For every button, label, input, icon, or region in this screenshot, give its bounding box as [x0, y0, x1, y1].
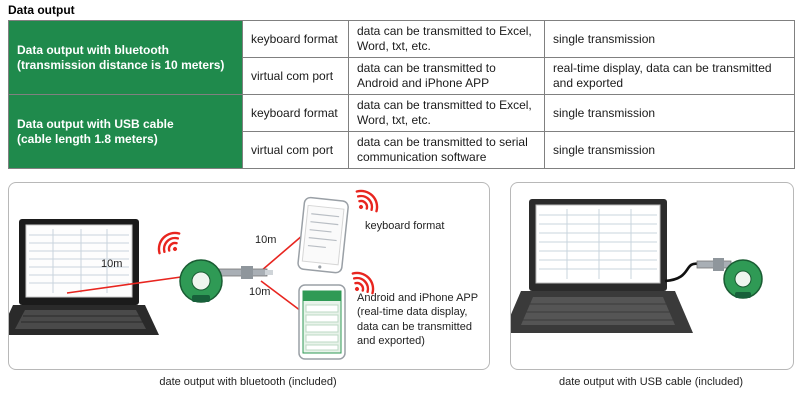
format-cell: virtual com port: [242, 57, 349, 95]
mode-cell: single transmission: [544, 131, 795, 169]
format-cell: virtual com port: [242, 131, 349, 169]
micrometer-icon: [179, 259, 273, 303]
phone-top-label: keyboard format: [365, 220, 445, 232]
usb-cable-line: [664, 262, 700, 283]
laptop-icon: [511, 199, 693, 333]
description-cell: data can be transmitted to Excel, Word, …: [348, 94, 545, 132]
wifi-icon: [152, 226, 188, 262]
micrometer-icon: [696, 258, 763, 299]
group-label-line: Data output with USB cable: [17, 116, 174, 131]
usb-caption: date output with USB cable (included): [558, 376, 744, 388]
mode-cell: single transmission: [544, 94, 795, 132]
description-cell: data can be transmitted to Android and i…: [348, 57, 545, 95]
table-row: Data output with USB cable (cable length…: [8, 94, 795, 169]
distance-label: 10m: [249, 286, 271, 298]
table-row: virtual com port data can be transmitted…: [9, 57, 795, 95]
description-cell: data can be transmitted to Excel, Word, …: [348, 20, 545, 58]
group-label-line: (transmission distance is 10 meters): [17, 57, 225, 72]
distance-label: 10m: [101, 258, 123, 270]
phone-app-icon: [298, 284, 346, 360]
format-cell: keyboard format: [242, 20, 349, 58]
usb-illustration: [511, 199, 763, 333]
phone-keyboard-icon: [297, 196, 349, 274]
usb-figure-panel: [510, 182, 794, 370]
mode-cell: real-time display, data can be transmitt…: [544, 57, 795, 95]
bluetooth-illustration: [9, 184, 384, 360]
table-row: virtual com port data can be transmitted…: [9, 131, 795, 169]
table-row: Data output with bluetooth (transmission…: [8, 20, 795, 95]
data-output-table: Data output with bluetooth (transmission…: [8, 20, 795, 169]
mode-cell: single transmission: [544, 20, 795, 58]
signal-line: [66, 234, 304, 312]
laptop-icon: [9, 219, 159, 335]
format-cell: keyboard format: [242, 94, 349, 132]
page-title: Data output: [8, 3, 75, 17]
group-label-usb: Data output with USB cable (cable length…: [8, 94, 243, 169]
wifi-icon: [348, 184, 384, 220]
distance-label: 10m: [255, 234, 277, 246]
phone-bottom-label: Android and iPhone APP (real-time data d…: [357, 292, 478, 347]
bluetooth-caption: date output with bluetooth (included): [159, 376, 337, 388]
group-label-line: Data output with bluetooth: [17, 42, 169, 57]
group-label-line: (cable length 1.8 meters): [17, 131, 158, 146]
bluetooth-figure-panel: 10m 10m 10m keyboard format Android and …: [8, 182, 490, 370]
description-cell: data can be transmitted to serial commun…: [348, 131, 545, 169]
group-label-bluetooth: Data output with bluetooth (transmission…: [8, 20, 243, 95]
